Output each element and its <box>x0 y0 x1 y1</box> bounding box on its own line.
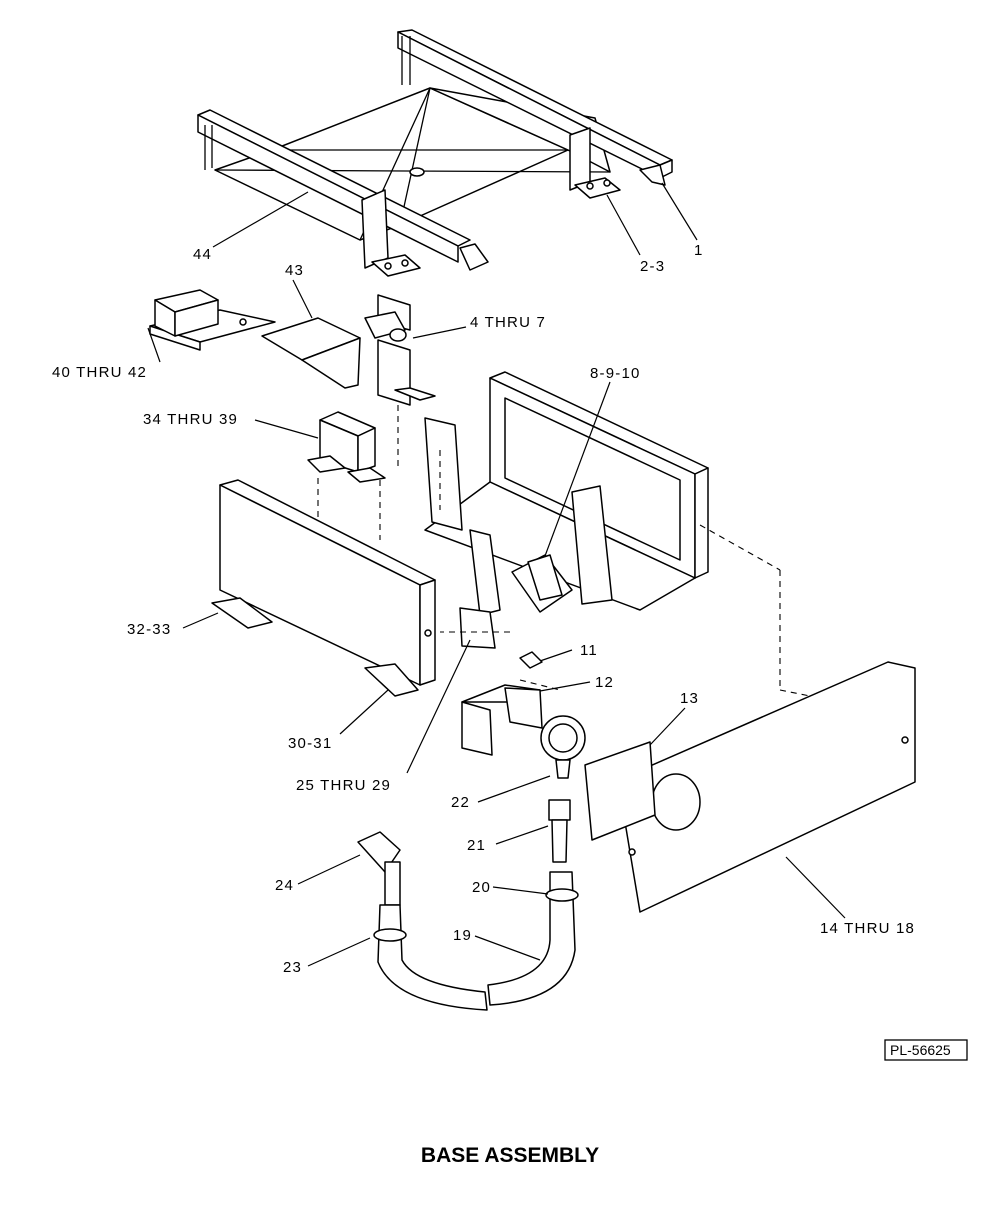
callout-19: 19 <box>453 927 472 944</box>
drawing-number-box: PL-56625 <box>884 1039 968 1061</box>
callout-2-3: 2-3 <box>640 258 665 275</box>
diagram-title: BASE ASSEMBLY <box>421 1144 599 1167</box>
callout-22: 22 <box>451 794 470 811</box>
callout-32-33: 32-33 <box>127 621 171 638</box>
drawing-number: PL-56625 <box>890 1042 951 1058</box>
callout-1: 1 <box>694 242 704 259</box>
callout-24: 24 <box>275 877 294 894</box>
callout-13: 13 <box>680 690 699 707</box>
mounting-bracket <box>364 294 436 406</box>
callout-23: 23 <box>283 959 302 976</box>
pressure-gauge <box>540 715 586 779</box>
hose-fittings <box>357 799 571 906</box>
callout-14-thru-18: 14 THRU 18 <box>820 920 915 937</box>
callout-4-thru-7: 4 THRU 7 <box>470 314 546 331</box>
callout-25-thru-29: 25 THRU 29 <box>296 777 391 794</box>
callout-40-thru-42: 40 THRU 42 <box>52 364 147 381</box>
callout-labels: 1 2-3 44 43 4 THRU 7 40 THRU 42 8-9-10 3… <box>52 242 915 976</box>
cover-plate <box>261 317 361 389</box>
transformer <box>307 411 386 483</box>
callout-34-thru-39: 34 THRU 39 <box>143 411 238 428</box>
lifting-frame <box>197 29 673 277</box>
side-panel <box>584 661 916 913</box>
relay-block <box>149 289 276 351</box>
callout-30-31: 30-31 <box>288 735 332 752</box>
leader-lines <box>147 182 846 967</box>
callout-20: 20 <box>472 879 491 896</box>
callout-44: 44 <box>193 246 212 263</box>
gauge-bracket <box>461 651 543 756</box>
callout-8-9-10: 8-9-10 <box>590 365 641 382</box>
callout-43: 43 <box>285 262 304 279</box>
callout-21: 21 <box>467 837 486 854</box>
callout-12: 12 <box>595 674 614 691</box>
callout-11: 11 <box>580 642 598 659</box>
chassis-base <box>211 371 709 697</box>
hose <box>373 871 579 1011</box>
